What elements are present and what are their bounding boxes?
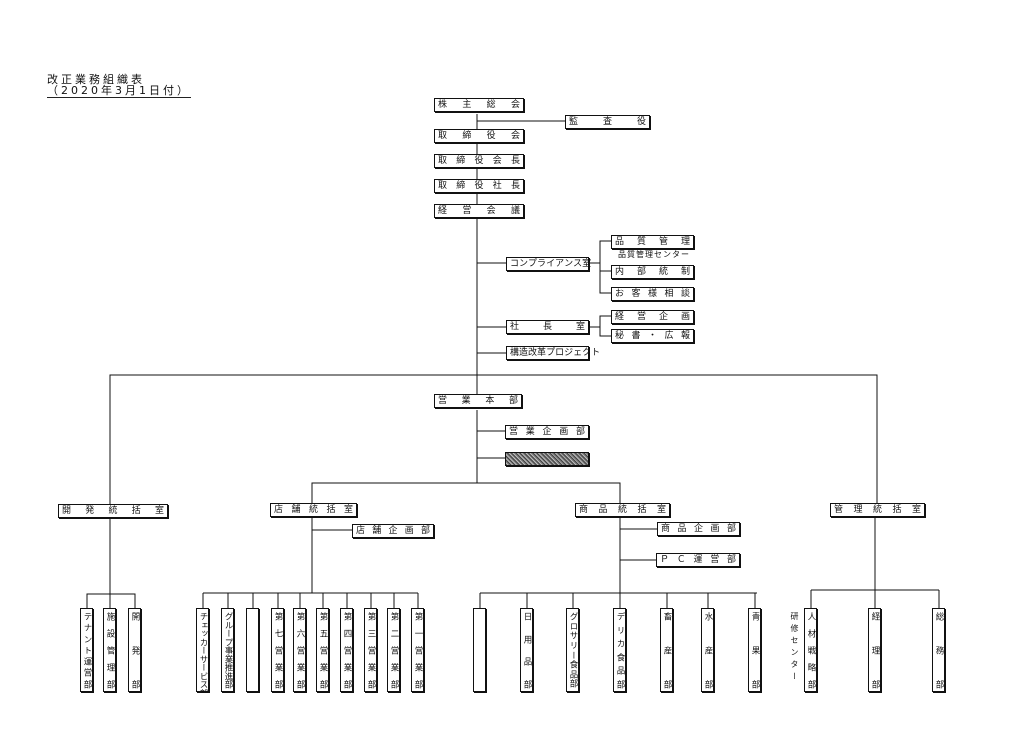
node-merchandise: 商品統括室 [575, 503, 670, 517]
node-customer: お客様相談 [611, 287, 694, 301]
node-stores-child: 第三営業部 [364, 608, 377, 692]
node-secretary-pr: 秘書・広報 [611, 329, 694, 343]
node-stores-child: グループ事業推進部 [221, 608, 234, 692]
hr-center-label: 研修センター [790, 612, 799, 684]
node-admin-child: 人材戦略部 [804, 608, 817, 692]
title-line2: （2020年3月1日付） [47, 84, 191, 97]
node-compliance: コンプライアンス室 [506, 257, 591, 271]
node-president: 取締役社長 [434, 179, 524, 193]
node-stores-child: 第七営業部 [271, 608, 284, 692]
node-admin-child: 総務部 [932, 608, 945, 692]
node-admin-child: 経理部 [868, 608, 881, 692]
node-stores: 店舗統括室 [270, 503, 357, 517]
node-chairman: 取締役会長 [434, 154, 524, 168]
node-planning: 経営企画 [611, 310, 694, 324]
node-stores-child: 第二営業部 [387, 608, 400, 692]
node-stores-child: 第一営業部 [411, 608, 424, 692]
node-merchandise-child: 水産部 [701, 608, 714, 692]
quality-center-label: 品質管理センター [618, 250, 690, 259]
node-quality: 品質管理 [611, 235, 694, 249]
node-shareholders: 株主総会 [434, 98, 524, 112]
node-internal-control: 内部統制 [611, 265, 694, 279]
node-sales-hq: 営業本部 [434, 394, 522, 408]
node-store-planning: 店舗企画部 [352, 524, 434, 538]
node-stores-child: チェッカーサービス部 [196, 608, 209, 692]
node-auditor: 監査役 [565, 115, 650, 129]
title-line1: 改正業務組織表 [47, 73, 145, 86]
node-stores-child: 第六営業部 [293, 608, 306, 692]
node-stores-child: （判読不能） [246, 608, 259, 692]
node-merchandise-child: デリカ食品部 [613, 608, 626, 692]
chart-title: 改正業務組織表 （2020年3月1日付） [47, 74, 191, 98]
node-merchandise-child: 日用品部 [520, 608, 533, 692]
node-board: 取締役会 [434, 129, 524, 143]
node-development: 開発統括室 [58, 504, 168, 518]
node-sales-redacted: （判読不能） [505, 452, 589, 466]
node-merch-planning: 商品企画部 [657, 522, 740, 536]
node-reform-project: 構造改革プロジェクト [506, 346, 600, 360]
node-stores-child: 第五営業部 [316, 608, 329, 692]
node-development-child: 開発部 [128, 608, 141, 692]
node-merchandise-child: 畜産部 [660, 608, 673, 692]
node-sales-planning: 営業企画部 [505, 425, 589, 439]
node-development-child: 施設管理部 [103, 608, 116, 692]
node-merchandise-child: （判読不能） [473, 608, 486, 692]
node-admin: 管理統括室 [830, 503, 925, 517]
node-merchandise-child: グロサリー食品部 [566, 608, 579, 692]
node-stores-child: 第四営業部 [340, 608, 353, 692]
node-president-office: 社長室 [506, 320, 589, 334]
node-merchandise-child: 青果部 [748, 608, 761, 692]
node-development-child: テナント運営部 [80, 608, 93, 692]
node-management-meeting: 経営会議 [434, 204, 524, 218]
